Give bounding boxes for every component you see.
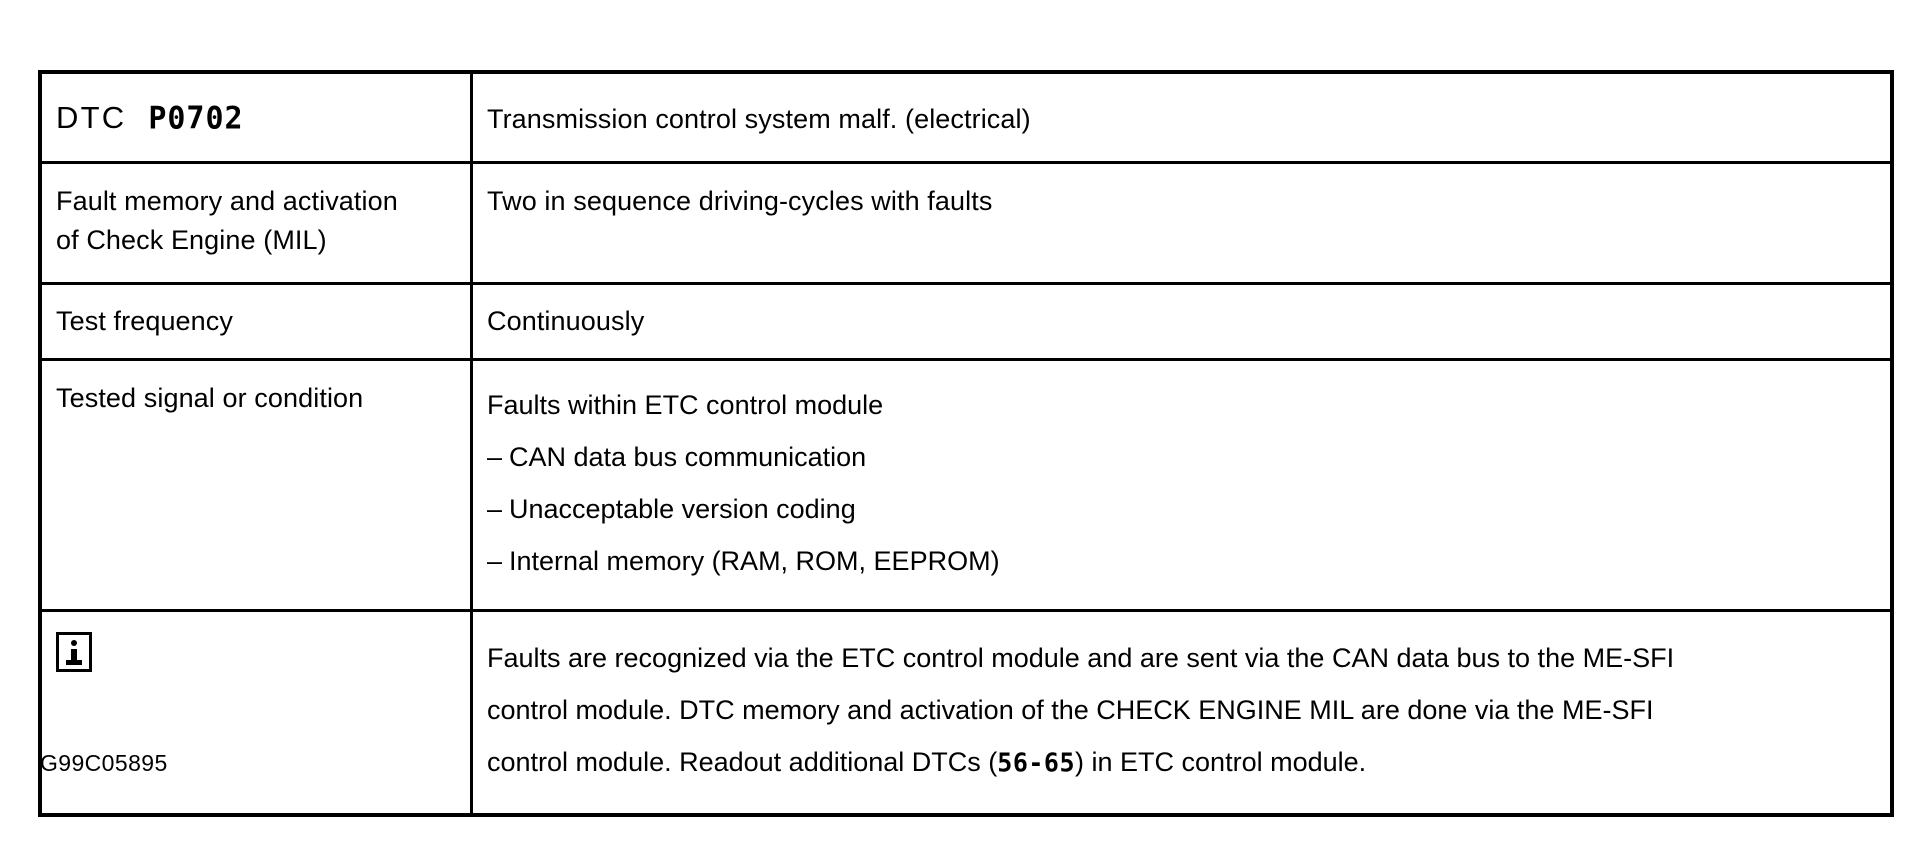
list-item-label: Internal memory (RAM, ROM, EEPROM) <box>509 546 1000 576</box>
note-line-3: control module. Readout additional DTCs … <box>487 736 1876 789</box>
info-icon-dot <box>71 640 77 646</box>
dtc-code-value: P0702 <box>148 100 244 137</box>
info-icon-stem <box>71 649 77 664</box>
note-line-3-pre: control module. Readout additional DTCs … <box>487 747 998 777</box>
tested-signal-heading: Faults within ETC control module <box>487 390 884 420</box>
test-frequency-value-text: Continuously <box>487 306 645 336</box>
table-row-fault-memory: Fault memory and activation of Check Eng… <box>40 162 1892 285</box>
bullet-dash: – <box>487 546 503 576</box>
list-item: –Unacceptable version coding <box>487 483 1876 535</box>
fault-memory-value-text: Two in sequence driving-cycles with faul… <box>487 186 993 216</box>
fault-memory-label-cell: Fault memory and activation of Check Eng… <box>40 162 473 285</box>
table-row-tested-signal: Tested signal or condition Faults within… <box>40 359 1892 612</box>
note-line-1: Faults are recognized via the ETC contro… <box>487 643 1675 673</box>
list-item: –Internal memory (RAM, ROM, EEPROM) <box>487 535 1876 587</box>
tested-signal-label-text: Tested signal or condition <box>56 383 364 413</box>
test-frequency-label-cell: Test frequency <box>40 283 473 361</box>
bullet-dash: – <box>487 494 503 524</box>
table-row-note: Faults are recognized via the ETC contro… <box>40 610 1893 816</box>
info-icon <box>56 632 92 672</box>
note-dtc-range-code: 56-65 <box>997 747 1076 778</box>
fault-memory-value-cell: Two in sequence driving-cycles with faul… <box>471 162 1892 285</box>
fault-memory-label-line1: Fault memory and activation <box>56 186 398 216</box>
tested-signal-bullet-list: –CAN data bus communication –Unacceptabl… <box>487 431 1876 587</box>
test-frequency-label-text: Test frequency <box>56 306 233 336</box>
dtc-label-cell: DTC P0702 <box>40 72 473 164</box>
dtc-label-prefix: DTC <box>56 100 127 135</box>
note-line-3-post: ) in ETC control module. <box>1075 747 1367 777</box>
table-row-dtc: DTC P0702 Transmission control system mal… <box>40 72 1892 164</box>
note-icon-cell <box>40 610 473 815</box>
note-text-cell: Faults are recognized via the ETC contro… <box>472 611 1893 816</box>
bullet-dash: – <box>487 442 503 472</box>
list-item-label: Unacceptable version coding <box>509 494 856 524</box>
table-row-test-frequency: Test frequency Continuously <box>40 283 1892 361</box>
test-frequency-value-cell: Continuously <box>471 283 1892 361</box>
dtc-fault-table: DTC P0702 Transmission control system mal… <box>38 70 1894 817</box>
info-icon-base <box>66 660 82 665</box>
list-item: –CAN data bus communication <box>487 431 1876 483</box>
note-line-2: control module. DTC memory and activatio… <box>487 695 1654 725</box>
figure-id-caption: G99C05895 <box>40 750 168 776</box>
fault-memory-label-line2: of Check Engine (MIL) <box>56 225 327 255</box>
tested-signal-label-cell: Tested signal or condition <box>40 359 473 612</box>
tested-signal-value-cell: Faults within ETC control module –CAN da… <box>471 359 1892 612</box>
dtc-description-cell: Transmission control system malf. (elect… <box>471 72 1892 164</box>
dtc-description-text: Transmission control system malf. (elect… <box>487 104 1031 134</box>
list-item-label: CAN data bus communication <box>509 442 867 472</box>
